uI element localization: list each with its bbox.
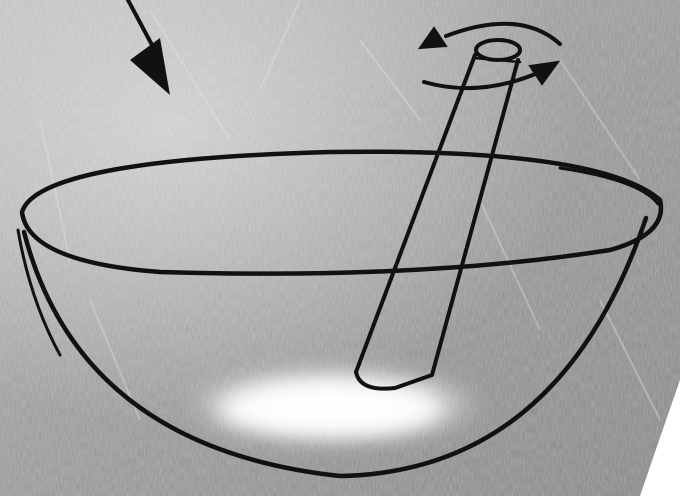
mortar-pestle-illustration	[0, 0, 680, 496]
illustration-canvas	[0, 0, 680, 496]
